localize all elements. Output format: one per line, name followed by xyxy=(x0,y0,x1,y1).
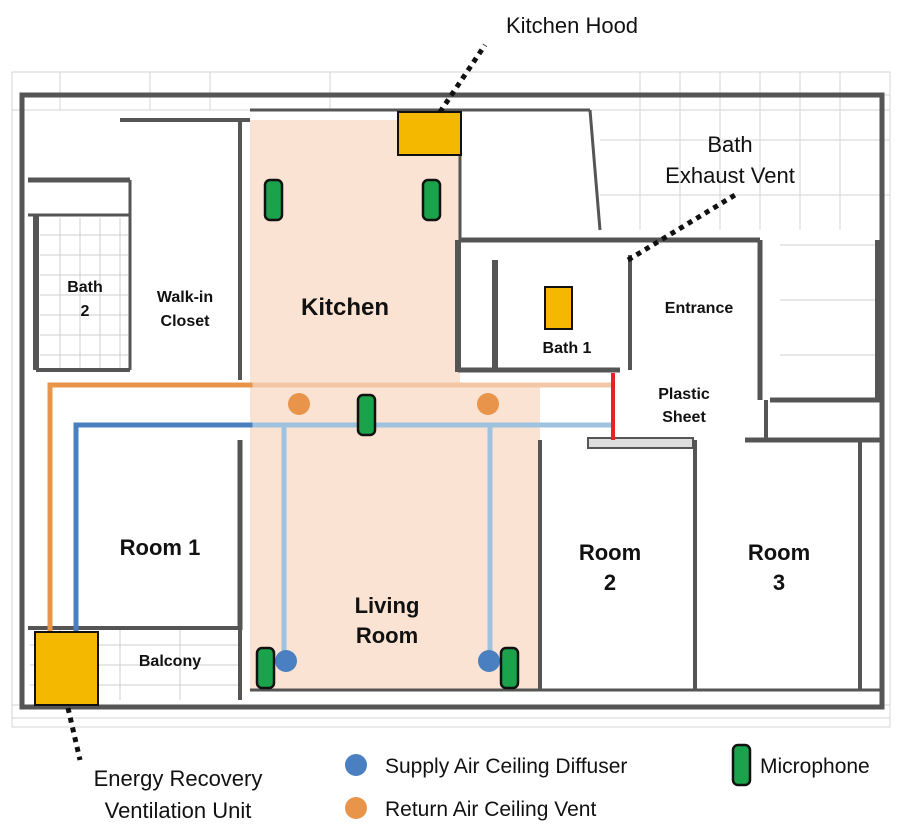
room-label-bath1: Bath 1 xyxy=(543,340,592,357)
kitchen-hood-leader xyxy=(437,43,488,114)
room-label-entrance: Entrance xyxy=(665,300,734,317)
legend-microphone-icon xyxy=(731,743,752,787)
room-label-living-line2: Room xyxy=(356,623,418,648)
room-label-kitchen: Kitchen xyxy=(301,294,389,321)
plastic-sheet-label-line2: Sheet xyxy=(662,409,706,426)
erv-unit-box xyxy=(34,631,99,706)
kitchen-fill xyxy=(250,120,460,385)
supply-duct xyxy=(73,422,615,663)
return-duct-main xyxy=(47,382,258,643)
bath-exhaust-leader xyxy=(626,192,737,263)
microphone-icon xyxy=(263,178,284,222)
microphone-icon xyxy=(356,393,377,437)
supply-diffuser xyxy=(275,650,297,672)
supply-diffuser xyxy=(478,650,500,672)
bath-exhaust-label-line1: Bath xyxy=(707,132,752,157)
bath-exhaust-box xyxy=(544,286,573,330)
room-label-bath2-line2: 2 xyxy=(81,303,90,320)
microphone-icon xyxy=(499,646,520,690)
legend-return-marker xyxy=(345,797,367,819)
leader-lines xyxy=(65,43,737,761)
return-vent xyxy=(288,393,310,415)
room-label-room3-line1: Room xyxy=(748,540,810,565)
erv-label-line2: Ventilation Unit xyxy=(105,798,252,823)
kitchen-hood-box xyxy=(397,111,462,156)
room-label-walkin-line1: Walk-in xyxy=(157,289,213,306)
kitchen-hood-label: Kitchen Hood xyxy=(506,13,638,38)
room-label-walkin-line2: Closet xyxy=(161,313,211,330)
erv-leader xyxy=(65,707,83,761)
room-label-room1: Room 1 xyxy=(120,535,201,560)
room-label-room3-line2: 3 xyxy=(773,570,785,595)
microphone-icon xyxy=(255,646,276,690)
tile-hatch xyxy=(30,218,875,700)
legend-microphone-label: Microphone xyxy=(760,755,870,778)
erv-label-line1: Energy Recovery xyxy=(94,766,263,791)
microphone-icon xyxy=(421,178,442,222)
room-label-bath2-line1: Bath xyxy=(67,279,103,296)
bath-exhaust-label-line2: Exhaust Vent xyxy=(665,163,795,188)
legend: Supply Air Ceiling Diffuser Return Air C… xyxy=(345,743,870,821)
plastic-sheet-label-line1: Plastic xyxy=(658,386,710,403)
room-label-living-line1: Living xyxy=(355,593,420,618)
legend-supply-marker xyxy=(345,754,367,776)
return-vent xyxy=(477,393,499,415)
room-label-room2-line1: Room xyxy=(579,540,641,565)
supply-duct-main xyxy=(73,422,258,643)
legend-return-label: Return Air Ceiling Vent xyxy=(385,798,596,821)
room-label-room2-line2: 2 xyxy=(604,570,616,595)
room-label-balcony: Balcony xyxy=(139,653,201,670)
legend-supply-label: Supply Air Ceiling Diffuser xyxy=(385,755,627,778)
return-duct xyxy=(47,382,615,643)
